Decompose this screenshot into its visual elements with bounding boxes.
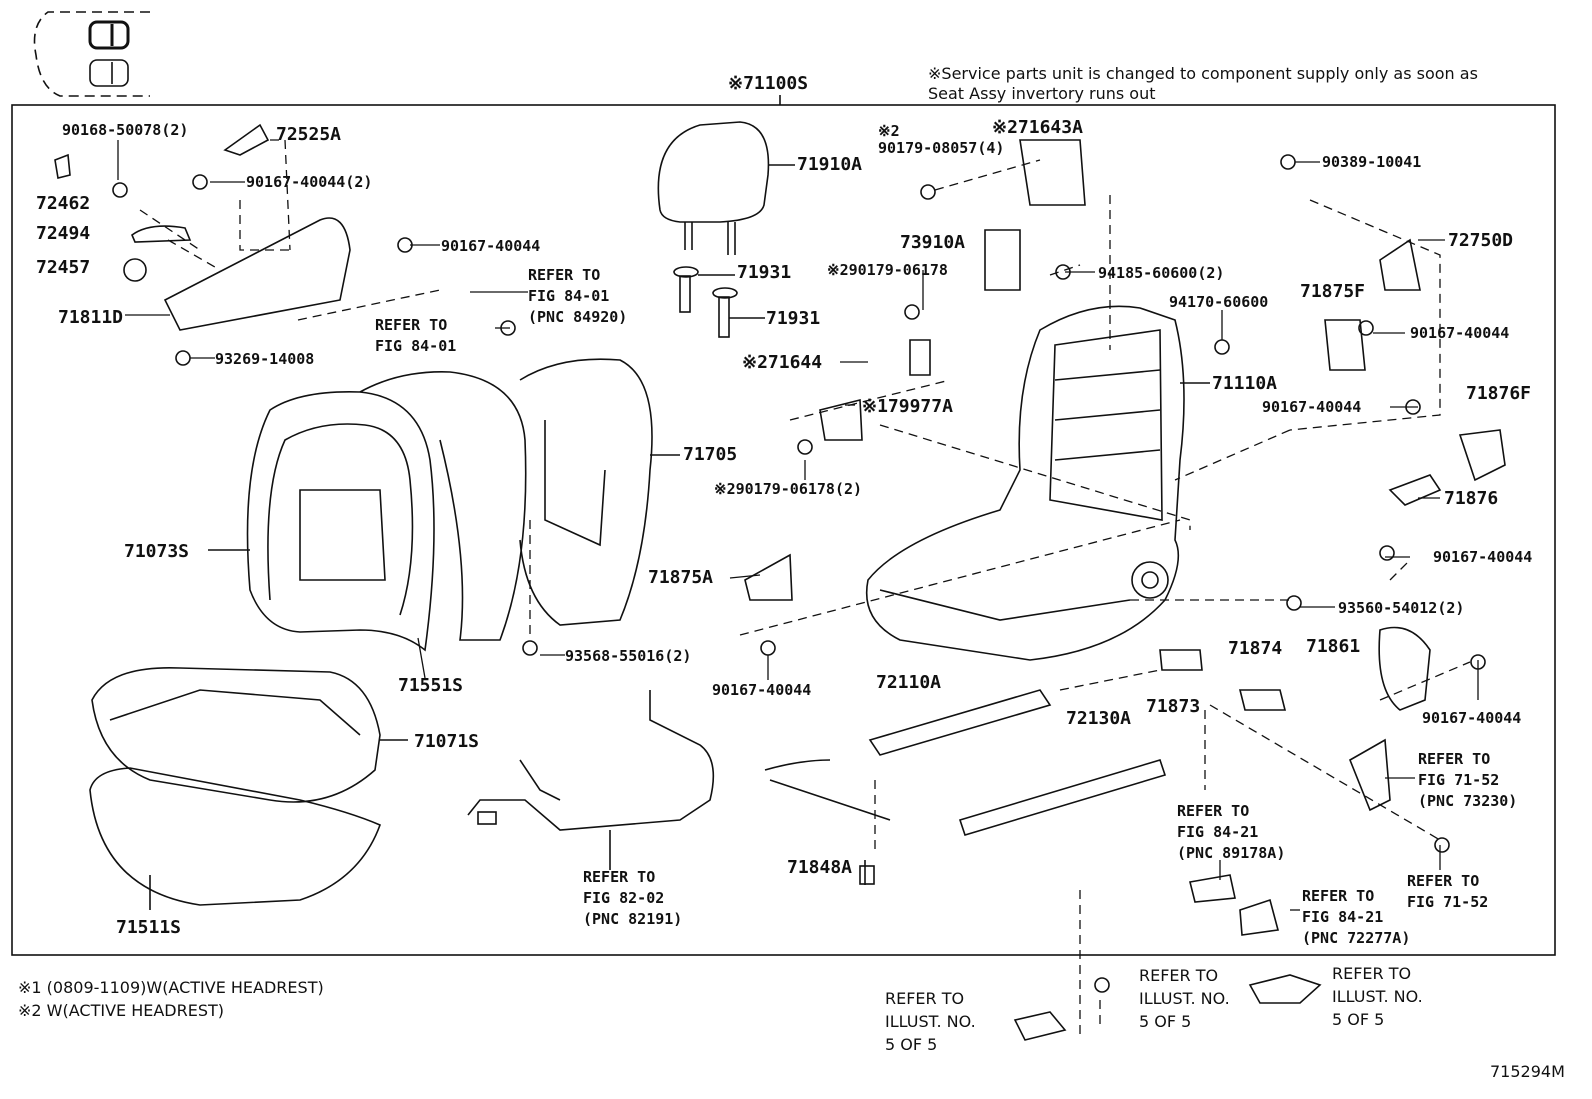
part-label[interactable]: 90167-40044 [1262, 398, 1362, 416]
part-label[interactable]: 90167-40044(2) [246, 173, 373, 191]
part-label[interactable]: 72110A [876, 672, 942, 693]
part-label[interactable]: 71110A [1212, 373, 1278, 394]
part-label[interactable]: 72462 [36, 193, 91, 214]
part-label[interactable]: 71876 [1444, 488, 1499, 509]
part-label[interactable]: ※179977A [862, 396, 953, 417]
seat-rails-drawing [764, 689, 1167, 885]
part-label[interactable]: 71876F [1466, 383, 1532, 404]
fastener-shapes [54, 123, 1506, 1041]
part-label[interactable]: 93560-54012(2) [1338, 599, 1465, 617]
seatback-pad-drawing [208, 358, 680, 652]
part-label[interactable]: 72750D [1448, 230, 1514, 251]
vehicle-seat-position-icon [33, 11, 150, 97]
part-label[interactable]: 71861 [1306, 636, 1361, 657]
part-label[interactable]: 90167-40044 [1433, 548, 1533, 566]
part-label[interactable]: 71931 [766, 308, 821, 329]
part-label[interactable]: 90167-40044 [712, 681, 812, 699]
headrest-guides [673, 266, 765, 338]
part-label[interactable]: ※290179-06178 [827, 261, 948, 279]
footnote-2: ※2 W(ACTIVE HEADREST) [18, 1001, 225, 1020]
seat-cushion-drawing [89, 666, 408, 910]
part-label[interactable]: 71511S [116, 917, 182, 938]
part-label[interactable]: 72457 [36, 257, 91, 278]
part-label[interactable]: 71931 [737, 262, 792, 283]
part-label[interactable]: 71875F [1300, 281, 1366, 302]
part-label[interactable]: 71873 [1146, 696, 1201, 717]
note-mark: ※2 [878, 122, 900, 140]
part-label[interactable]: 71848A [787, 857, 853, 878]
footnote-1: ※1 (0809-1109)W(ACTIVE HEADREST) [18, 978, 324, 997]
part-label[interactable]: ※271644 [742, 352, 823, 373]
part-label[interactable]: 94185-60600(2) [1098, 264, 1225, 282]
leader-lines [139, 139, 1471, 1040]
part-label[interactable]: 90167-40044 [1422, 709, 1522, 727]
part-label[interactable]: 72130A [1066, 708, 1132, 729]
service-note-line-2: Seat Assy invertory runs out [928, 84, 1156, 103]
part-label[interactable]: ※271643A [992, 117, 1083, 138]
part-label[interactable]: 71073S [124, 541, 190, 562]
solid-leaders [117, 140, 1479, 911]
part-label[interactable]: 72525A [276, 124, 342, 145]
wire-harness-drawing [467, 690, 715, 870]
part-label[interactable]: ※290179-06178(2) [714, 480, 863, 498]
part-label[interactable]: 90179-08057(4) [878, 139, 1005, 157]
service-note-line-1: ※Service parts unit is changed to compon… [928, 64, 1478, 83]
part-label[interactable]: 90389-10041 [1322, 153, 1422, 171]
illustration-number: 715294M [1490, 1062, 1565, 1081]
part-label[interactable]: 71874 [1228, 638, 1283, 659]
part-label[interactable]: 73910A [900, 232, 966, 253]
part-label[interactable]: 90168-50078(2) [62, 121, 189, 139]
diagram-frame [11, 104, 1556, 956]
part-label[interactable]: 72494 [36, 223, 91, 244]
part-label[interactable]: 71705 [683, 444, 738, 465]
part-label[interactable]: 71071S [414, 731, 480, 752]
seat-frame-drawing [866, 305, 1210, 661]
part-label[interactable]: 71910A [797, 154, 863, 175]
part-label[interactable]: 71551S [398, 675, 464, 696]
part-label[interactable]: 93568-55016(2) [565, 647, 692, 665]
part-label[interactable]: 90167-40044 [441, 237, 541, 255]
part-label[interactable]: 93269-14008 [215, 350, 315, 368]
headrest-drawing [657, 121, 795, 255]
part-label[interactable]: 94170-60600 [1169, 293, 1269, 311]
assembly-code: ※71100S [728, 73, 809, 94]
part-label[interactable]: 90167-40044 [1410, 324, 1510, 342]
part-label[interactable]: 71811D [58, 307, 124, 328]
part-label[interactable]: 71875A [648, 567, 714, 588]
